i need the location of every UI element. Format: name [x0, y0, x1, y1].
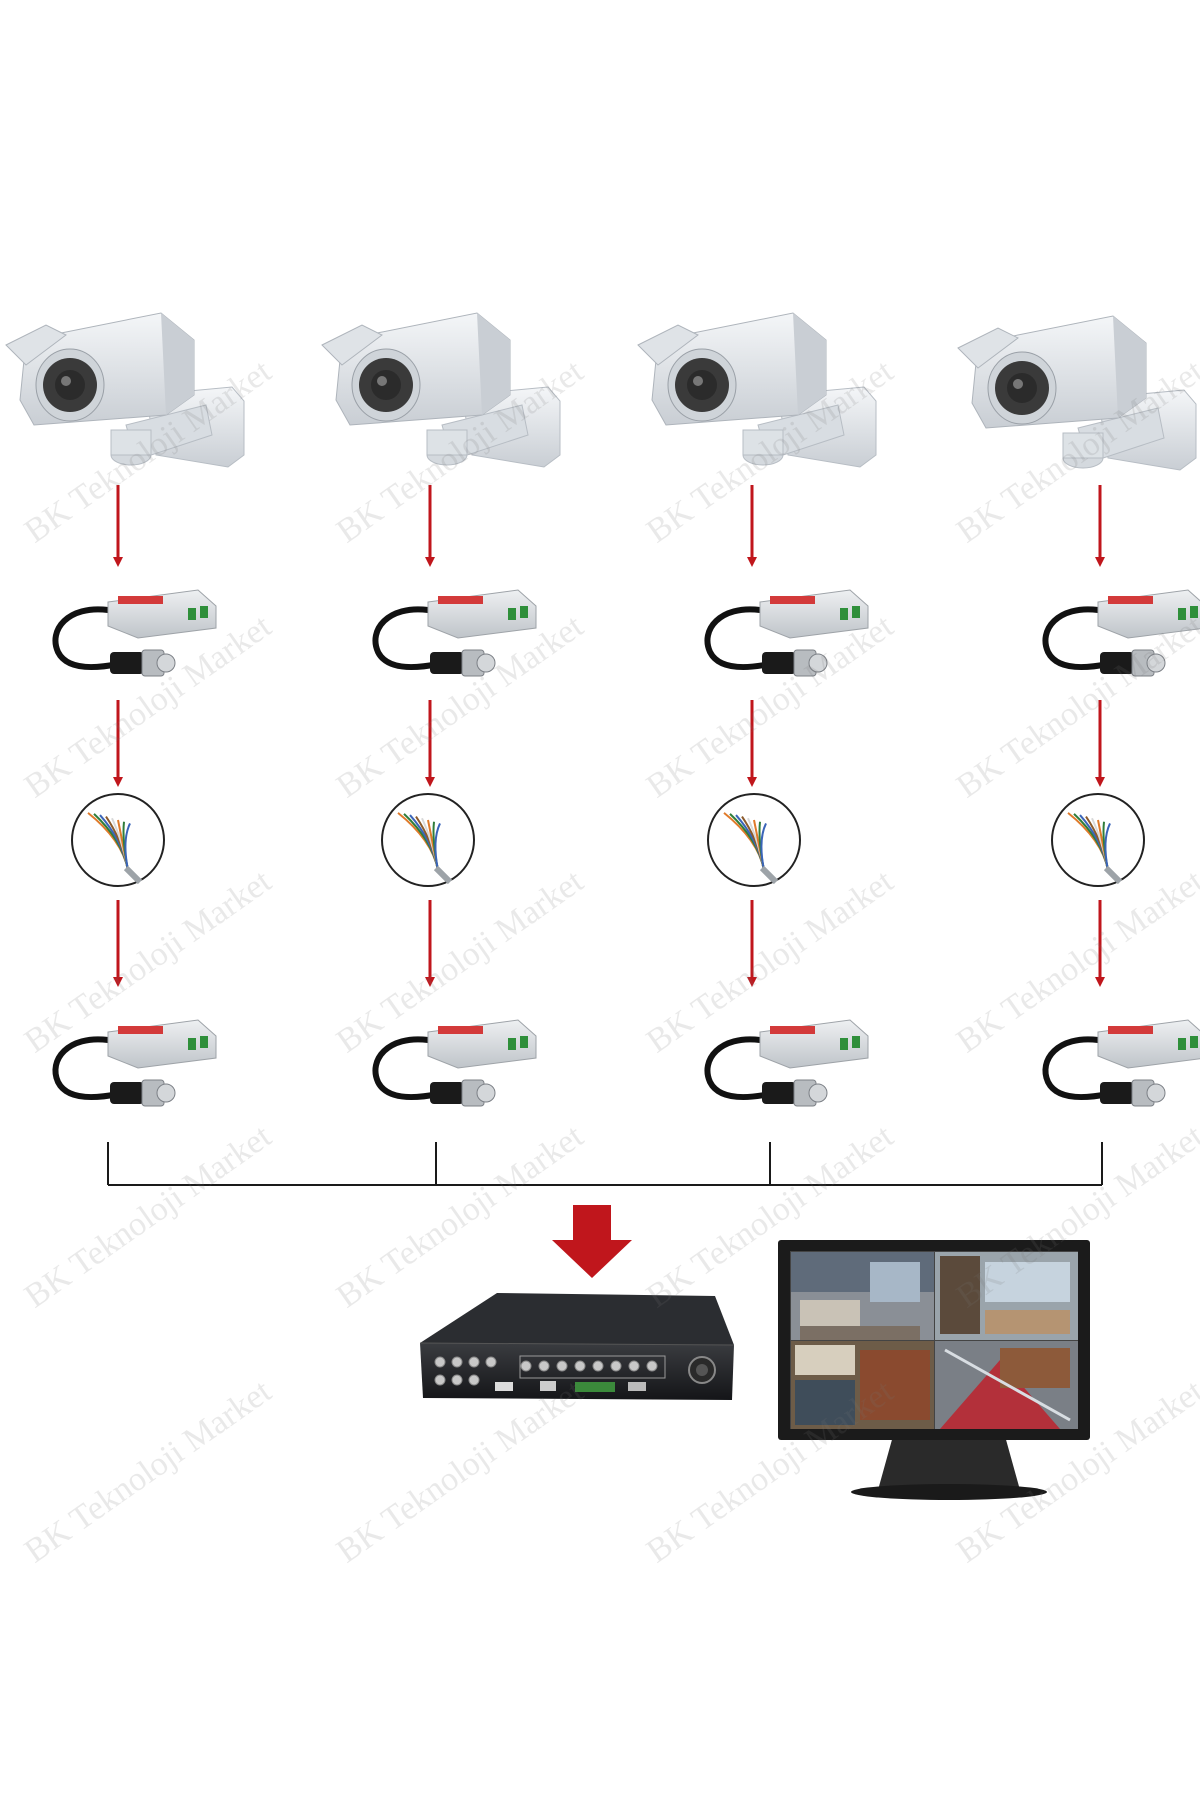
- camera-icon: [957, 315, 1197, 471]
- camera-feed-3: [791, 1341, 934, 1429]
- camera-feed-2: [935, 1252, 1078, 1340]
- balun-icon: [52, 1019, 217, 1107]
- dvr-icon: [419, 1293, 735, 1400]
- balun-icon: [1042, 589, 1200, 677]
- camera-icon: [637, 312, 877, 468]
- camera-feed-4: [935, 1341, 1078, 1429]
- balun-icon: [704, 1019, 869, 1107]
- balun-icon: [52, 589, 217, 677]
- down-arrow-icon: [552, 1205, 632, 1278]
- camera-icon: [321, 312, 561, 468]
- balun-icon: [1042, 1019, 1200, 1107]
- utp-cable-icon: [707, 793, 801, 887]
- channel-columns: [5, 312, 1200, 1107]
- utp-cable-icon: [381, 793, 475, 887]
- camera-feed-1: [791, 1252, 934, 1340]
- balun-icon: [372, 589, 537, 677]
- balun-icon: [704, 589, 869, 677]
- balun-icon: [372, 1019, 537, 1107]
- bus-connector: [107, 1142, 1103, 1186]
- utp-cable-icon: [71, 793, 165, 887]
- monitor-icon: [778, 1240, 1090, 1500]
- utp-cable-icon: [1051, 793, 1145, 887]
- camera-icon: [5, 312, 245, 468]
